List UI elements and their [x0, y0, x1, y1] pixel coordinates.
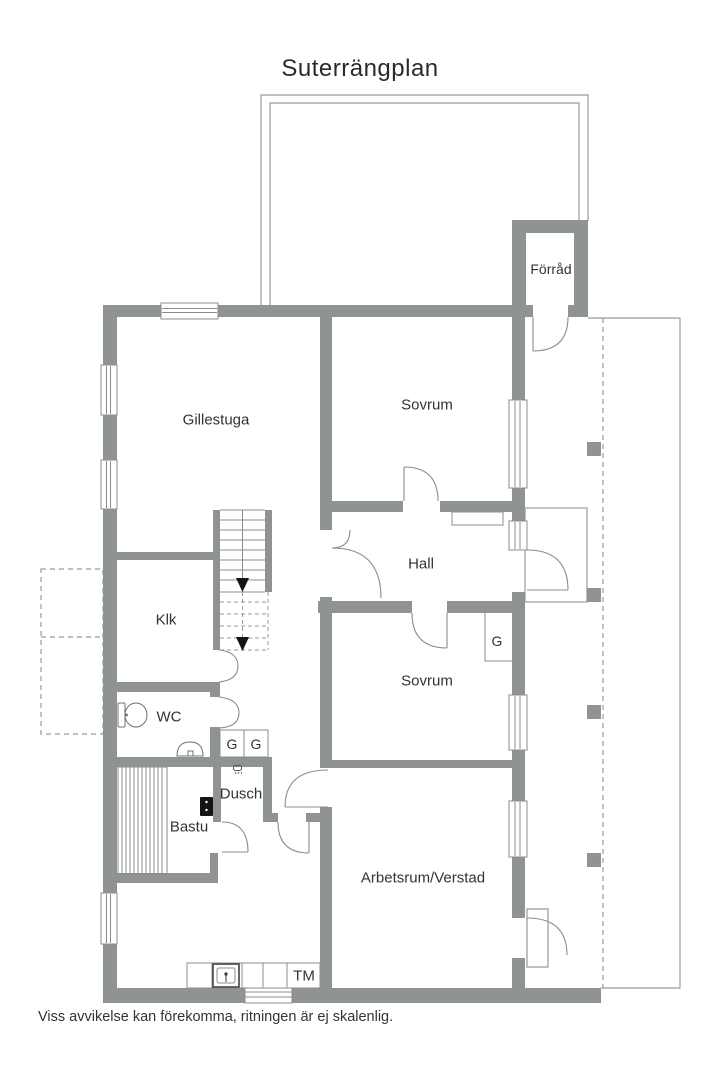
door-layer	[218, 316, 569, 968]
terrace-outlines	[40, 94, 681, 989]
sauna-heater-icon	[200, 797, 213, 816]
door-sovrum-lower	[411, 612, 448, 649]
room-label-gillestuga: Gillestuga	[182, 411, 250, 429]
window-left-1	[100, 364, 118, 416]
window-right-sovrum	[508, 399, 528, 489]
wardrobe-sovrum-lower	[484, 613, 512, 662]
wardrobe-closets-wc	[219, 729, 269, 758]
room-label-dusch: Dusch	[219, 785, 263, 803]
wall-openings	[533, 305, 568, 317]
window-right-hall	[508, 520, 528, 551]
door-arbetsrum	[284, 769, 329, 808]
door-klk-swing	[218, 649, 239, 683]
wall-layer	[103, 220, 601, 1003]
room-label-forrad: Förråd	[530, 261, 572, 277]
window-right-arbetsrum	[508, 800, 528, 858]
window-left-3	[100, 892, 118, 945]
door-exterior-southeast	[526, 908, 568, 968]
fixture-layer	[117, 511, 512, 989]
room-label-bastu: Bastu	[169, 818, 209, 836]
window-top-gillestuga	[160, 302, 219, 320]
staircase	[220, 509, 269, 651]
door-hall-to-porch	[526, 549, 569, 591]
room-label-klk: Klk	[155, 611, 177, 629]
door-dusch	[277, 821, 310, 854]
door-bastu	[221, 821, 249, 853]
page-title: Suterrängplan	[281, 55, 439, 82]
laundry-counter	[186, 962, 321, 989]
door-hall-west-swing	[331, 529, 382, 599]
closet-label-g-sovrum: G	[491, 633, 503, 649]
stairs-down-arrow-2	[236, 637, 249, 651]
window-bottom-hatch	[244, 986, 293, 1004]
wc-sink-icon	[176, 741, 204, 757]
door-forrad-to-deck	[532, 316, 569, 352]
closet-label-g-2: G	[250, 736, 262, 752]
window-right-sovrum2	[508, 694, 528, 751]
stairs-down-arrow-1	[236, 578, 249, 592]
kitchen-sink-icon	[212, 963, 240, 988]
room-label-sovrum-lower: Sovrum	[401, 672, 453, 690]
closet-label-g-1: G	[226, 736, 238, 752]
window-left-2	[100, 459, 118, 510]
room-label-hall: Hall	[408, 555, 434, 573]
shower-icon	[233, 765, 243, 774]
sauna-bench-icon	[117, 766, 168, 875]
room-label-sovrum-upper: Sovrum	[401, 396, 453, 414]
door-sovrum-upper	[403, 466, 439, 502]
room-label-arbetsrum: Arbetsrum/Verstad	[360, 869, 486, 887]
door-wc-swing	[218, 696, 240, 729]
wardrobe-under-sovrum-wall	[451, 511, 504, 526]
appliance-label-tm: TM	[293, 967, 315, 985]
disclaimer-text: Viss avvikelse kan förekomma, ritningen …	[38, 1009, 394, 1025]
toilet-icon	[117, 702, 148, 728]
room-label-wc: WC	[156, 708, 182, 726]
window-layer	[100, 302, 528, 1004]
